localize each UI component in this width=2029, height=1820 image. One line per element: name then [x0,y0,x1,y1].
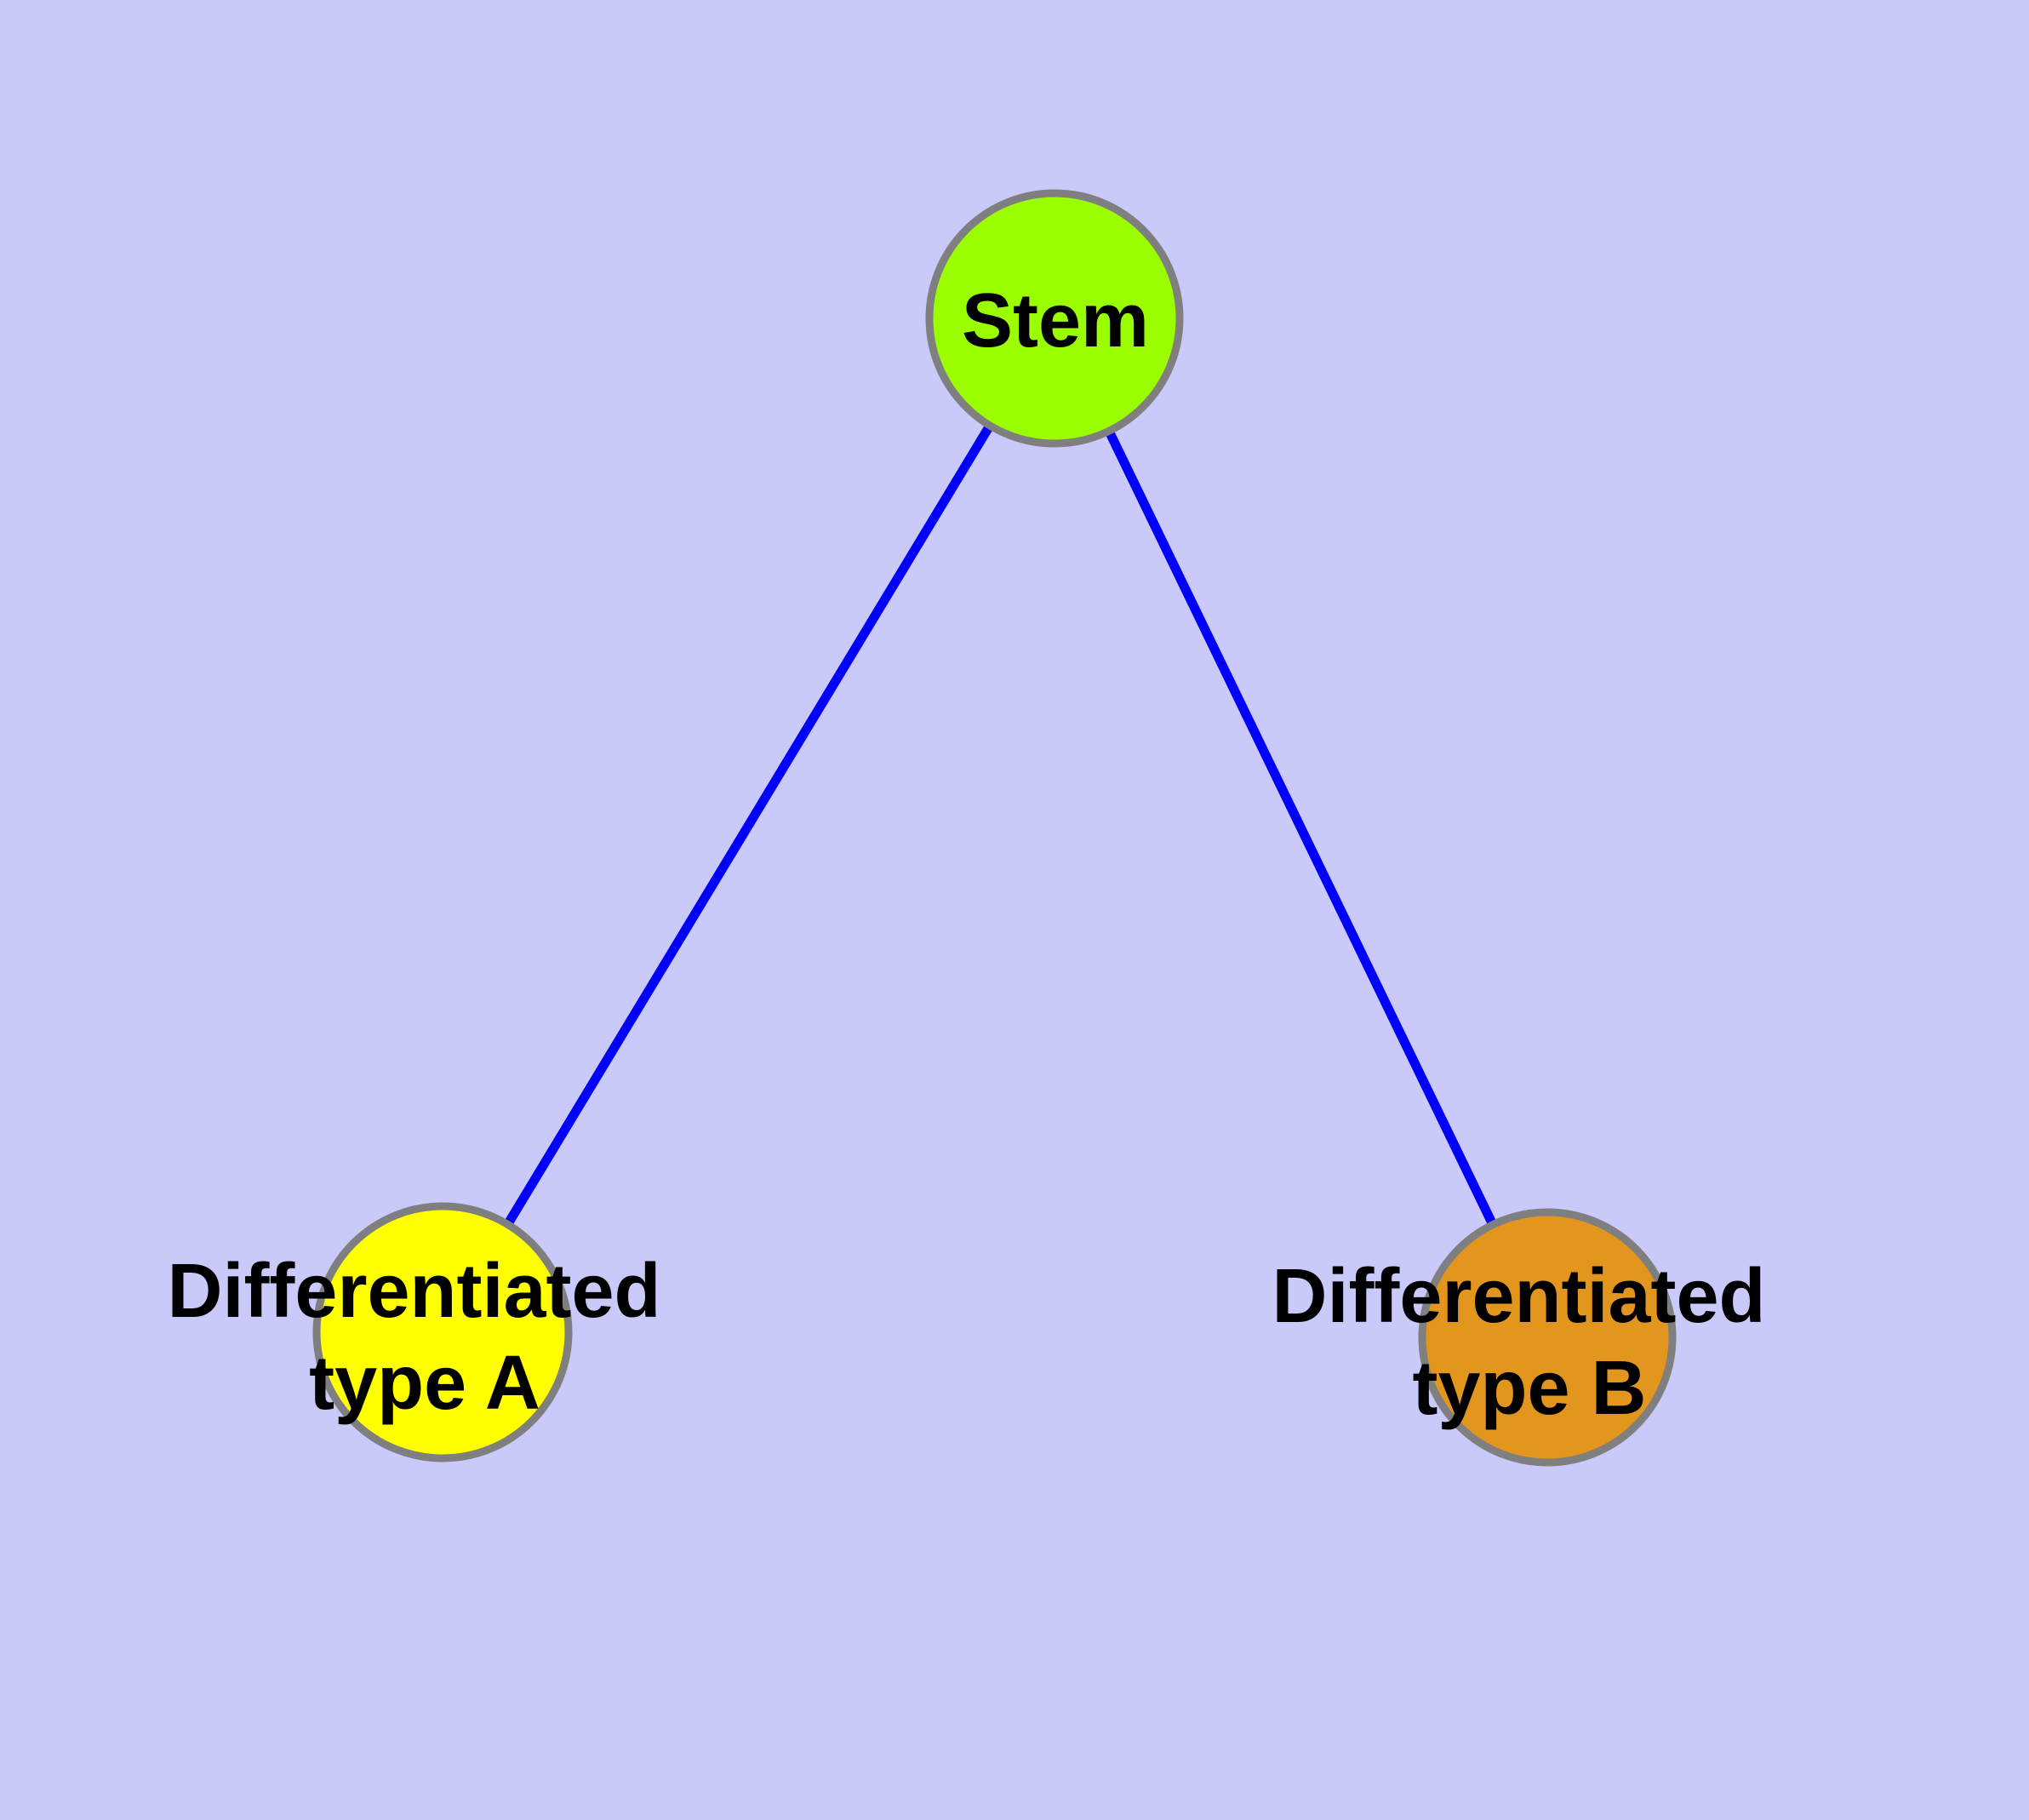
edge-stem-to-type-b [1050,316,1552,1340]
node-type-b-label-line2: type B [1412,1346,1646,1431]
node-type-b-label: Differentiated type B [1272,1254,1786,1431]
node-type-b-circle [1418,1208,1677,1467]
node-stem-circle [925,189,1184,448]
node-type-a-label-line1: Differentiated [167,1249,660,1334]
node-type-a-label: Differentiated type A [167,1249,682,1426]
node-type-a-circle [312,1202,573,1462]
node-type-b-label-line1: Differentiated [1272,1254,1765,1339]
edge-stem-to-type-a [438,316,1059,1335]
node-type-a-label-line2: type A [309,1341,540,1426]
node-stem-label: Stem [962,278,1149,363]
